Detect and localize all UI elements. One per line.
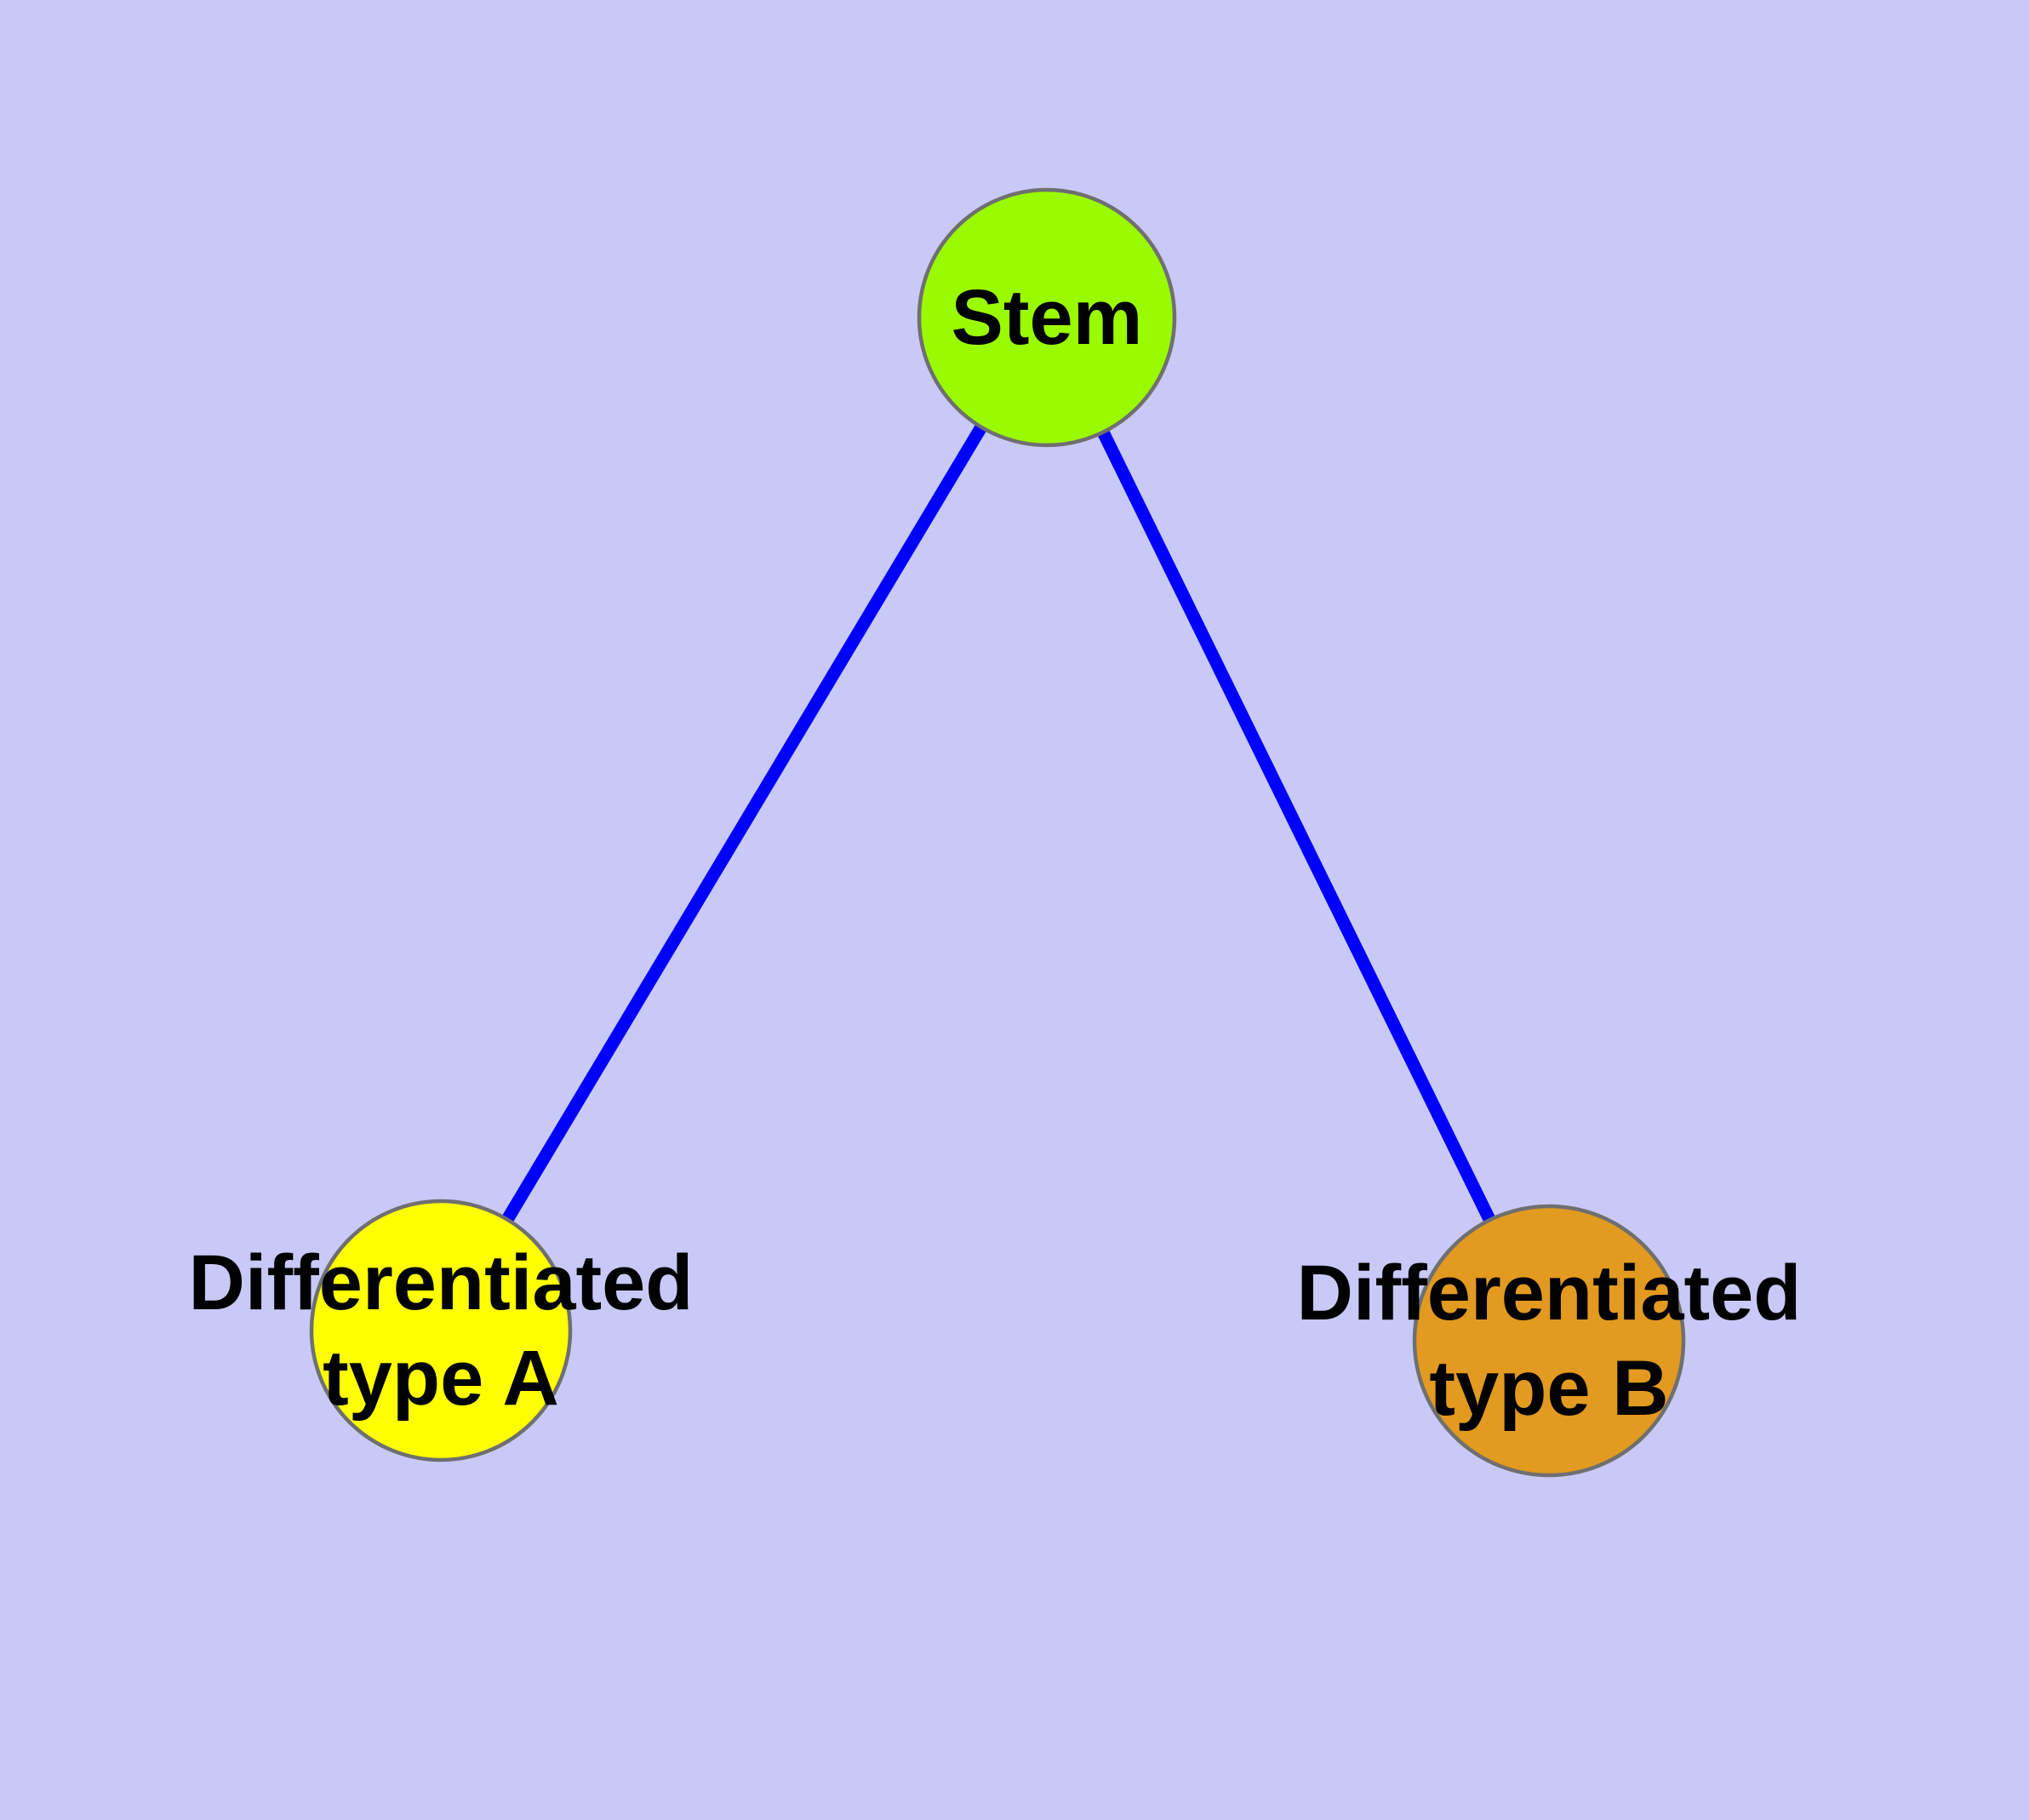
node-stem-circle xyxy=(917,187,1177,448)
node-diff-a-label-line-1: Differentiated xyxy=(189,1239,694,1326)
node-diff-a-circle xyxy=(309,1199,573,1462)
node-diff-a-label: Differentiated type A xyxy=(189,1239,694,1422)
node-stem-label: Stem xyxy=(952,274,1143,361)
edge-layer xyxy=(435,314,1555,1344)
node-diff-b-label-line-1: Differentiated xyxy=(1297,1250,1802,1336)
node-diff-b-circle xyxy=(1412,1204,1686,1478)
node-layer xyxy=(309,187,1686,1478)
node-diff-a-label-line-2: type A xyxy=(323,1335,559,1422)
edge-stem-to-diff-b xyxy=(1041,314,1555,1344)
node-stem-label-line-1: Stem xyxy=(952,274,1143,361)
edge-stem-to-diff-a xyxy=(435,314,1053,1334)
node-diff-b-label-line-2: type B xyxy=(1429,1345,1668,1432)
node-diff-b-label: Differentiated type B xyxy=(1297,1250,1802,1432)
